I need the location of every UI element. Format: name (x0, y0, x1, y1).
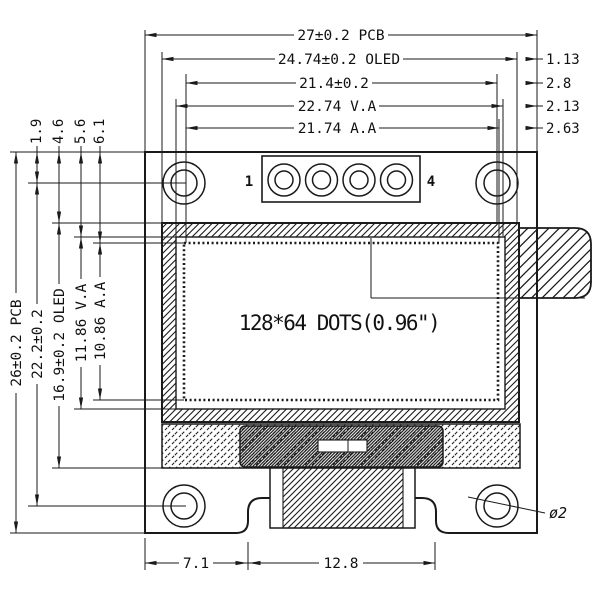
extension-lines (10, 30, 543, 570)
flex-band-window (317, 439, 368, 453)
display-size-label: 128*64 DOTS(0.96") (239, 311, 440, 335)
dim-label-pcb-height: 26±0.2 PCB (9, 299, 25, 387)
dim-label-va-height: 11.86 V.A (74, 283, 90, 362)
dim-label-tab-width: 12.8 (324, 556, 359, 572)
dim-label-oled-width: 24.74±0.2 OLED (278, 52, 400, 68)
hole-diameter-label: ø2 (549, 504, 567, 522)
dim-label-tab-offset: 7.1 (183, 556, 209, 572)
pin-hole-2 (304, 163, 339, 197)
pin-number-last: 4 (427, 174, 435, 190)
side-tab (518, 227, 592, 299)
pin-hole-1 (267, 163, 301, 197)
dim-label-hole-spacing-height: 22.2±0.2 (30, 309, 46, 379)
dim-label-aa-width: 21.74 A.A (298, 121, 377, 137)
dim-label-right-4: 2.63 (546, 121, 580, 137)
dim-label-left-small-1: 1.9 (29, 119, 45, 144)
bottom-connector-tab (269, 467, 416, 529)
dimension-labels: 27±0.2 PCB 24.74±0.2 OLED 21.4±0.2 22.74… (8, 27, 580, 572)
pin-header: 1 4 (245, 155, 435, 203)
pin-number-first: 1 (245, 174, 253, 190)
callout-outline (370, 238, 585, 299)
hole-diameter-leader (467, 496, 546, 514)
display-module: 128*64 DOTS(0.96") (161, 222, 585, 423)
pin-hole-3 (342, 163, 376, 197)
dim-label-right-2: 2.8 (546, 76, 571, 92)
dim-label-va-width: 22.74 V.A (298, 99, 377, 115)
flex-band (161, 423, 521, 469)
mounting-hole-bottom-right (475, 484, 519, 528)
dim-label-right-3: 2.13 (546, 99, 580, 115)
pcb-outline (144, 151, 538, 534)
active-area-dotted-border (182, 241, 500, 402)
dim-label-oled-height: 16.9±0.2 OLED (52, 288, 68, 402)
dim-label-pcb-width: 27±0.2 PCB (297, 28, 385, 44)
dim-label-left-small-2: 4.6 (51, 119, 67, 144)
dim-label-left-small-3: 5.6 (73, 119, 89, 144)
dim-label-right-1: 1.13 (546, 52, 580, 68)
dim-label-hole-spacing-width: 21.4±0.2 (299, 76, 369, 92)
pin-hole-4 (379, 163, 414, 197)
dim-label-aa-height: 10.86 A.A (93, 281, 109, 360)
dim-label-left-small-4: 6.1 (92, 119, 108, 144)
